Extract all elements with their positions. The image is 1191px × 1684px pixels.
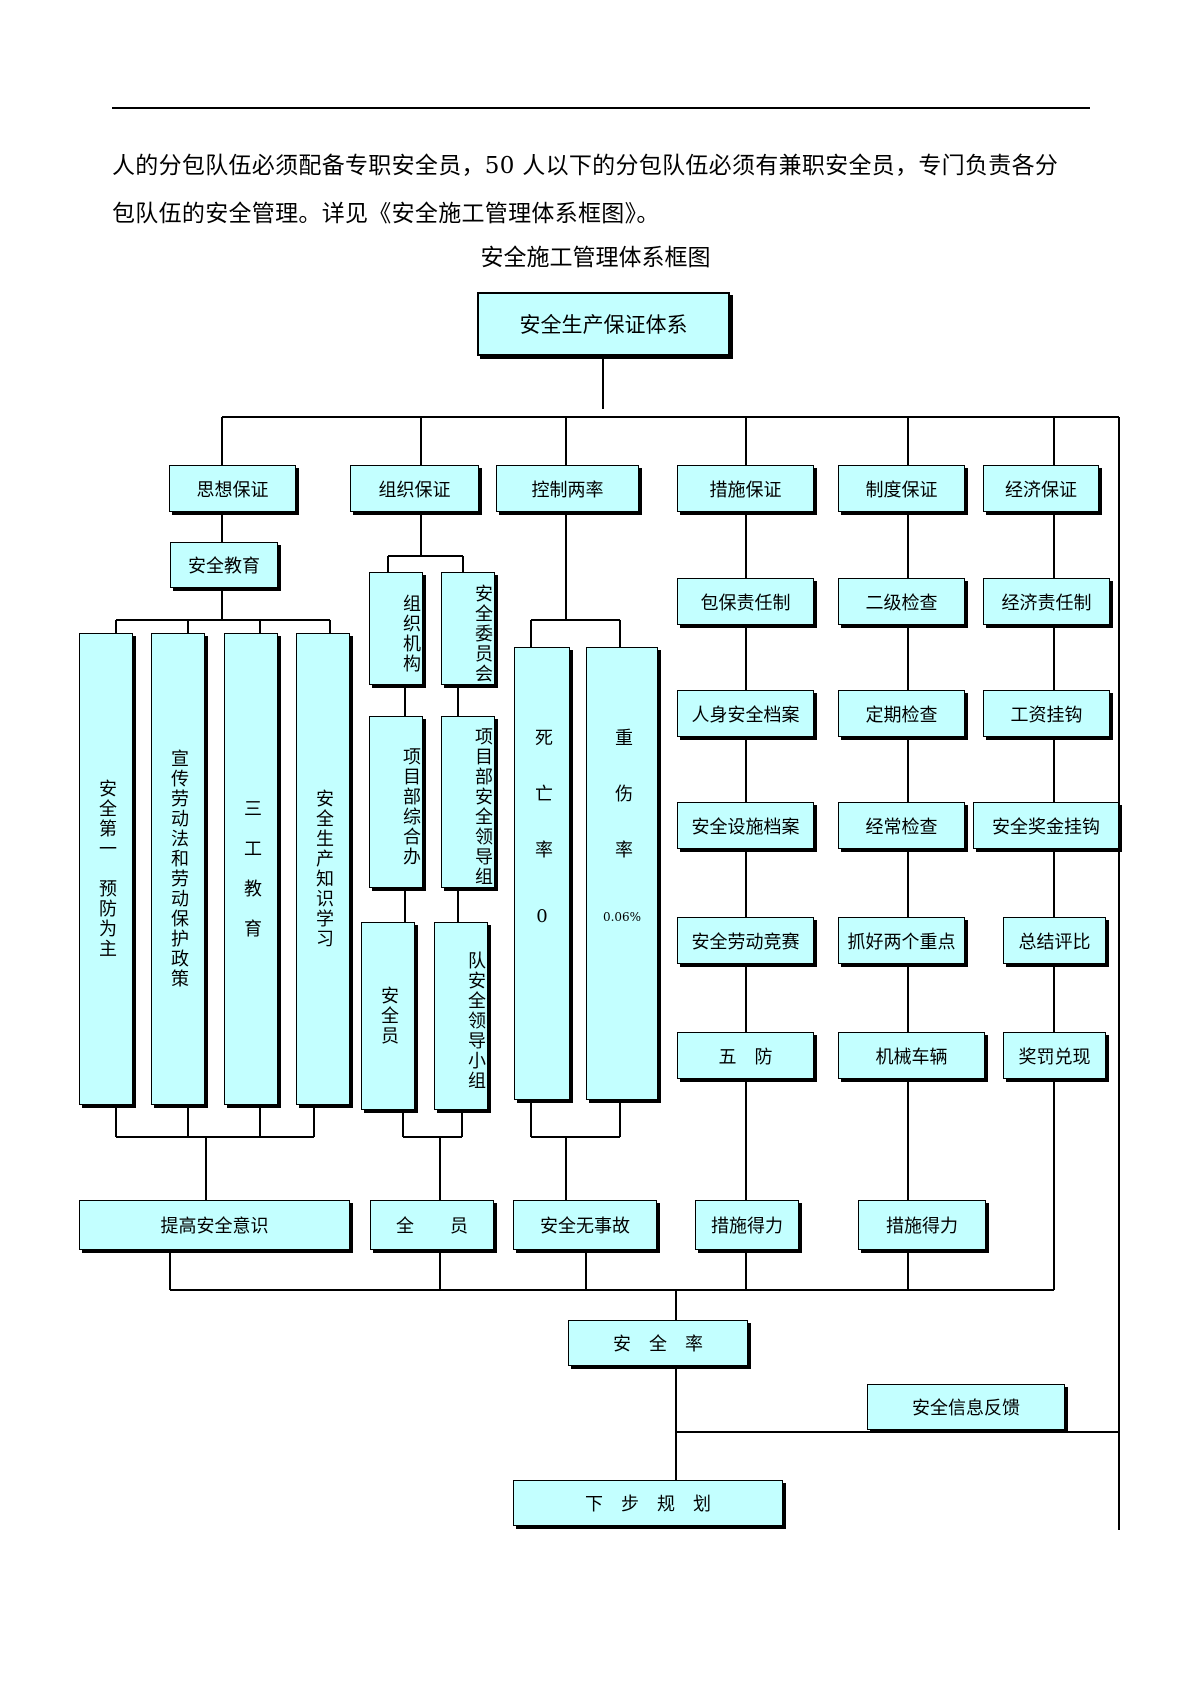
category-thought: 思想保证 bbox=[169, 465, 296, 512]
measure-responsibility: 包保责任制 bbox=[677, 578, 814, 625]
paragraph-line-2: 包队伍的安全管理。详见《安全施工管理体系框图》。 bbox=[112, 201, 660, 227]
injury-rate-value: 0.06% bbox=[602, 910, 642, 924]
diagram-title: 安全施工管理体系框图 bbox=[480, 245, 711, 271]
death-rate-label: 死亡率 bbox=[532, 728, 553, 896]
injury-rate-label: 重伤率 bbox=[612, 728, 633, 896]
result-measures-effective-2: 措施得力 bbox=[858, 1200, 986, 1250]
system-machinery-vehicles: 机械车辆 bbox=[838, 1032, 985, 1079]
project-general-office: 项目部综合办 bbox=[369, 716, 423, 888]
injury-rate-box: 重伤率 0.06% bbox=[586, 647, 658, 1100]
category-measures: 措施保证 bbox=[677, 465, 814, 512]
measure-labor-competition: 安全劳动竞赛 bbox=[677, 917, 814, 964]
result-no-accidents: 安全无事故 bbox=[513, 1200, 657, 1250]
death-rate-box: 死亡率 0 bbox=[514, 647, 570, 1100]
result-all-staff: 全 员 bbox=[370, 1200, 494, 1250]
safety-committee: 安全委员会 bbox=[441, 572, 495, 685]
column-labor-law: 宣传劳动法和劳动保护政策 bbox=[151, 633, 205, 1105]
column-safety-first: 安全第一 预防为主 bbox=[79, 633, 133, 1105]
economy-reward-penalty: 奖罚兑现 bbox=[1003, 1032, 1106, 1079]
death-rate-value: 0 bbox=[536, 906, 548, 927]
safety-officer: 安全员 bbox=[361, 922, 415, 1110]
paragraph-line-1: 人的分包队伍必须配备专职安全员，50 人以下的分包队伍必须有兼职安全员，专门负责… bbox=[112, 153, 1059, 179]
safety-education: 安全教育 bbox=[170, 542, 278, 588]
economy-bonus-link: 安全奖金挂钩 bbox=[973, 802, 1119, 849]
system-frequent-inspection: 经常检查 bbox=[838, 802, 965, 849]
category-control-rates: 控制两率 bbox=[496, 465, 639, 512]
project-safety-leaders: 项目部安全领导组 bbox=[441, 716, 495, 888]
category-system: 制度保证 bbox=[838, 465, 965, 512]
header-rule bbox=[112, 107, 1090, 109]
system-two-key-points: 抓好两个重点 bbox=[838, 917, 965, 964]
team-safety-leaders: 队安全领导小组 bbox=[434, 922, 488, 1110]
column-three-level-education: 三 工 教 育 bbox=[224, 633, 278, 1105]
system-two-level-inspection: 二级检查 bbox=[838, 578, 965, 625]
column-safety-knowledge: 安全生产知识学习 bbox=[296, 633, 350, 1105]
result-measures-effective-1: 措施得力 bbox=[695, 1200, 799, 1250]
category-organization: 组织保证 bbox=[350, 465, 479, 512]
system-regular-inspection: 定期检查 bbox=[838, 690, 965, 737]
economy-summary-review: 总结评比 bbox=[1003, 917, 1106, 964]
measure-facility-files: 安全设施档案 bbox=[677, 802, 814, 849]
next-plan: 下 步 规 划 bbox=[513, 1480, 783, 1526]
category-economy: 经济保证 bbox=[983, 465, 1099, 512]
org-structure: 组织机构 bbox=[369, 572, 423, 685]
measure-five-prevention: 五 防 bbox=[677, 1032, 814, 1079]
safety-info-feedback: 安全信息反馈 bbox=[867, 1384, 1065, 1430]
economy-wage-link: 工资挂钩 bbox=[983, 690, 1110, 737]
result-raise-awareness: 提高安全意识 bbox=[79, 1200, 350, 1250]
root-safety-production-assurance: 安全生产保证体系 bbox=[477, 292, 730, 356]
safety-rate: 安 全 率 bbox=[568, 1320, 748, 1366]
measure-personal-files: 人身安全档案 bbox=[677, 690, 814, 737]
economy-responsibility: 经济责任制 bbox=[983, 578, 1110, 625]
